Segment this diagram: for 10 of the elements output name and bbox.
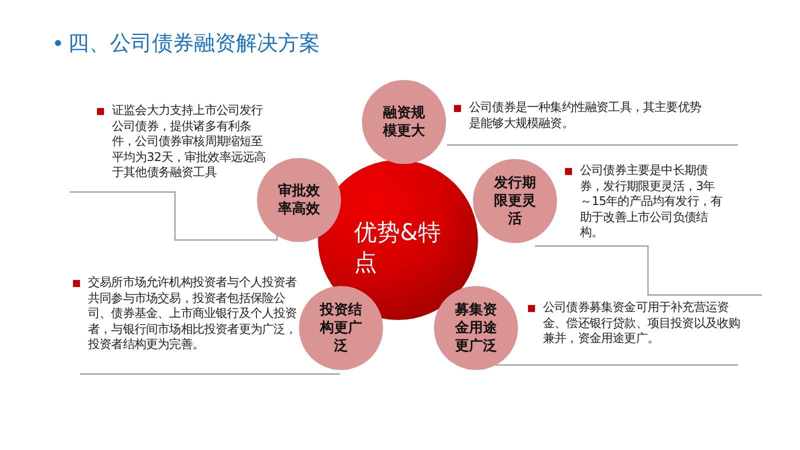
feature-circle: 融资规模更大 — [362, 80, 446, 164]
center-label: 优势&特点 — [354, 219, 442, 278]
feature-circle: 发行期限更灵活 — [473, 159, 557, 243]
feature-circle: 募集资金用途更广泛 — [434, 286, 518, 370]
description-text: 公司债券是一种集约性融资工具，其主要优势是能够大规模融资。 — [469, 100, 702, 131]
feature-circle: 投资结构更广泛 — [299, 286, 383, 370]
description-text: 公司债券募集资金可用于补充营运资金、偿还银行贷款、项目投资以及收购兼并，资金用途更广。 — [543, 300, 742, 346]
description-text: 公司债券主要是中长期债券，发行期限更灵活，3年～15年的产品均有发行，有助于改善上市公司负债结构。 — [580, 163, 724, 240]
description-text: 交易所市场允许机构投资者与个人投资者共同参与市场交易，投资者包括保险公司、债券基金、上市商业银行及个人投资者，与银行间市场相比投资者更为广泛，投资者结构更为完善。 — [88, 275, 298, 352]
title: 四、公司债券融资解决方案 — [68, 30, 320, 56]
